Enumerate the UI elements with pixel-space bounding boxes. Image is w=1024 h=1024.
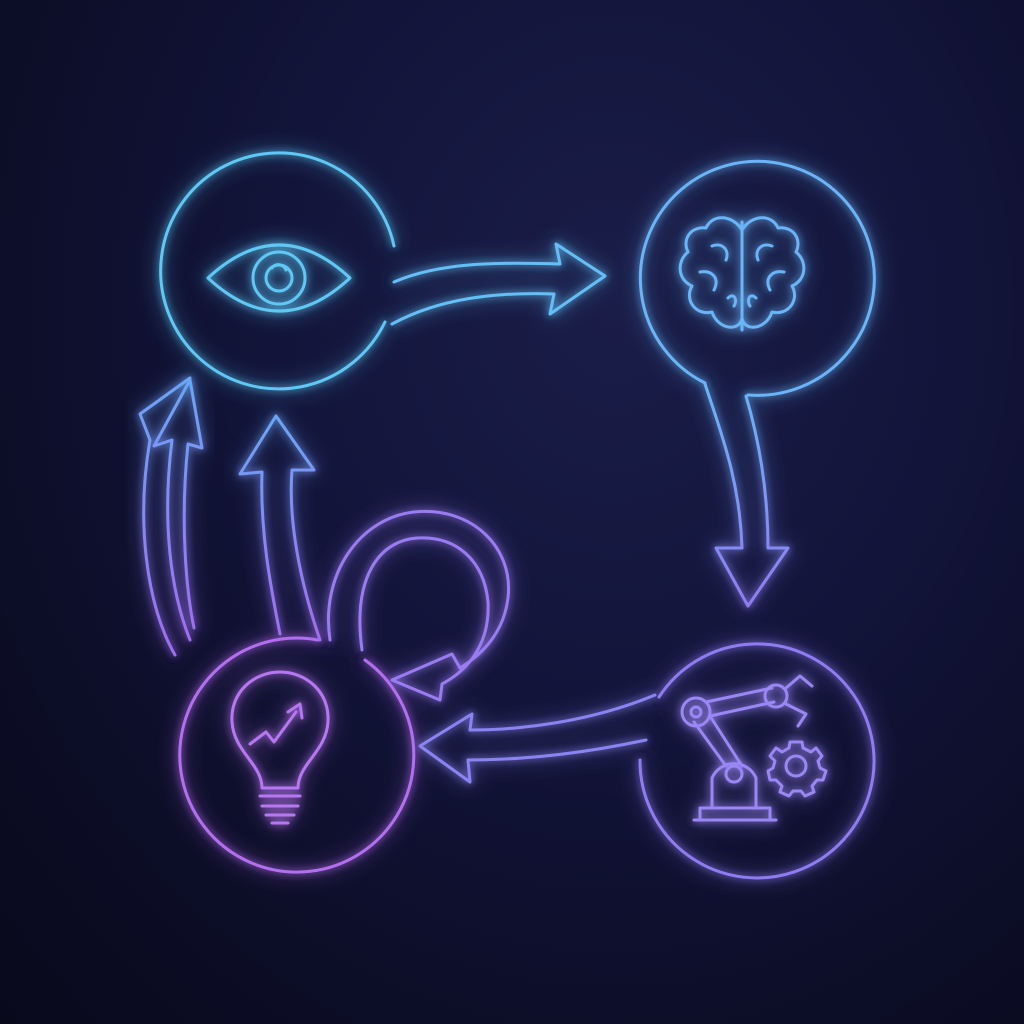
arrow-act-to-learn bbox=[418, 693, 657, 784]
arrow-perceive-to-think bbox=[390, 242, 607, 326]
node-act bbox=[638, 642, 876, 880]
node-learn-ring bbox=[178, 636, 416, 874]
arrow-think-to-act bbox=[703, 382, 790, 608]
gear-icon bbox=[766, 740, 828, 798]
arrow-learn-self-loop bbox=[327, 509, 511, 702]
lightbulb-growth-icon bbox=[230, 670, 330, 825]
eye-icon bbox=[206, 243, 352, 313]
node-think-ring bbox=[638, 159, 876, 397]
brain-icon bbox=[678, 216, 806, 332]
robot-arm-icon bbox=[680, 674, 814, 822]
arrow-learn-to-perceive-outer bbox=[138, 376, 204, 657]
node-think bbox=[638, 159, 876, 397]
node-perceive bbox=[159, 151, 396, 391]
arrow-learn-to-perceive-inner bbox=[238, 414, 322, 642]
node-learn bbox=[178, 636, 416, 874]
node-act-ring bbox=[638, 642, 876, 880]
node-perceive-ring bbox=[159, 151, 396, 391]
